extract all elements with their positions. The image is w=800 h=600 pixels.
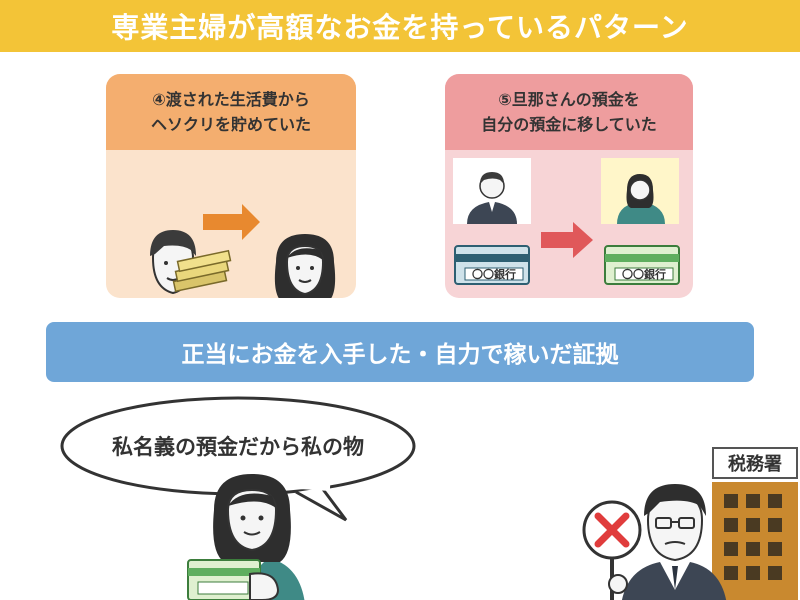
- panel-transfer-illustration: 〇〇銀行 〇〇銀行: [453, 158, 680, 285]
- cash-stack-icon: [172, 249, 232, 293]
- bank-card-icon: 〇〇銀行: [454, 245, 530, 285]
- panel-transfer-body: 〇〇銀行 〇〇銀行: [445, 150, 693, 298]
- bank-card-icon: [187, 559, 280, 600]
- office-building-icon: [712, 482, 798, 600]
- tax-office-sign: 税務署: [712, 447, 798, 479]
- evidence-text: 正当にお金を入手した・自力で稼いだ証拠: [181, 342, 619, 368]
- husband-photo-icon: [453, 158, 531, 224]
- tax-office-label: 税務署: [728, 454, 782, 475]
- bank-card-label: 〇〇銀行: [472, 267, 516, 281]
- wife-photo-icon: [601, 158, 679, 224]
- speech-bubble-text: 私名義の預金だから私の物: [112, 435, 364, 459]
- header-banner: 専業主婦が高額なお金を持っているパターン: [0, 0, 800, 52]
- panel-transfer-title: ⑤旦那さんの預金を 自分の預金に移していた: [481, 90, 657, 134]
- panel-hesokuri-body: [106, 150, 356, 298]
- panel-hesokuri-header: ④渡された生活費から ヘソクリを貯めていた: [106, 74, 356, 150]
- speech-bubble: 私名義の預金だから私の物: [60, 396, 416, 522]
- red-cross-sign-icon: [582, 500, 642, 600]
- woman-icon: [274, 234, 336, 298]
- arrow-right-icon: [541, 222, 593, 258]
- evidence-bar: 正当にお金を入手した・自力で稼いだ証拠: [46, 322, 754, 382]
- page-title: 専業主婦が高額なお金を持っているパターン: [111, 11, 689, 44]
- woman-icon: [197, 474, 305, 600]
- arrow-right-icon: [203, 204, 260, 240]
- panel-hesokuri-illustration: [150, 204, 336, 298]
- panel-hesokuri: ④渡された生活費から ヘソクリを貯めていた: [106, 74, 356, 298]
- bank-card-label: 〇〇銀行: [622, 267, 666, 281]
- panel-transfer: ⑤旦那さんの預金を 自分の預金に移していた 〇〇銀行: [445, 74, 693, 298]
- panel-hesokuri-title: ④渡された生活費から ヘソクリを貯めていた: [150, 90, 311, 134]
- panel-transfer-header: ⑤旦那さんの預金を 自分の預金に移していた: [445, 74, 693, 150]
- bank-card-icon: 〇〇銀行: [604, 245, 680, 285]
- tax-officer-icon: [622, 484, 727, 600]
